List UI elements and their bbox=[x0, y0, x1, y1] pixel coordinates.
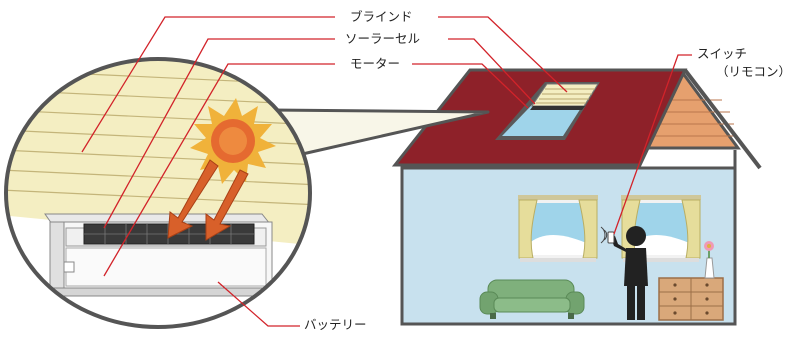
magnifier-bubble bbox=[4, 57, 312, 329]
left-curtain-r bbox=[578, 199, 598, 259]
skylight-solar-strip bbox=[530, 106, 585, 110]
label-switch: スイッチ bbox=[697, 46, 748, 61]
sunlight-arrows bbox=[167, 159, 249, 241]
left-curtain-l bbox=[518, 199, 538, 259]
person bbox=[600, 226, 648, 320]
right-curtain-r bbox=[681, 199, 701, 259]
cabinet bbox=[658, 241, 724, 321]
remote-device bbox=[607, 231, 615, 244]
label-solar-cell: ソーラーセル bbox=[345, 31, 421, 46]
skylight bbox=[495, 82, 600, 140]
leader-lines bbox=[81, 16, 692, 327]
label-blind: ブラインド bbox=[350, 9, 413, 24]
label-battery: バッテリー bbox=[304, 317, 367, 332]
left-window bbox=[518, 195, 598, 262]
label-remote: （リモコン） bbox=[716, 64, 792, 79]
sofa bbox=[479, 279, 585, 319]
solar-unit bbox=[44, 213, 273, 297]
label-motor: モーター bbox=[350, 56, 401, 71]
